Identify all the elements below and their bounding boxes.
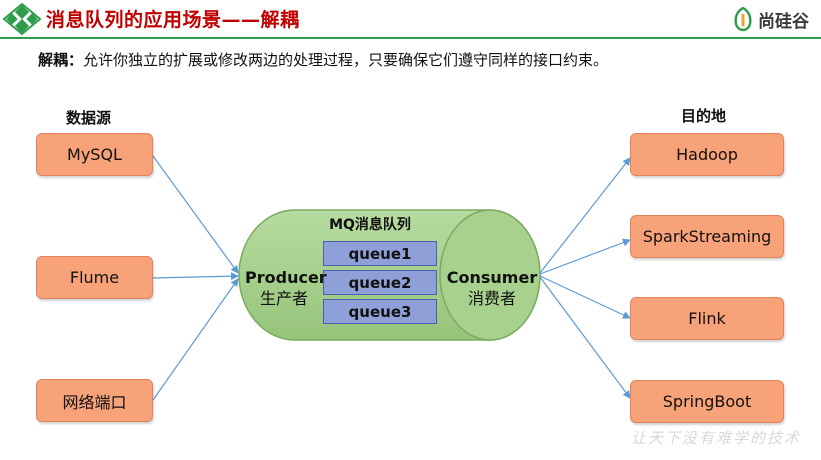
header-divider <box>0 37 821 39</box>
diamond-logo-icon <box>2 2 42 36</box>
brand-mark-icon <box>734 6 752 32</box>
header-bar: 消息队列的应用场景——解耦 尚硅谷 <box>0 0 821 39</box>
description-keyword: 解耦： <box>38 51 84 69</box>
brand-name: 尚硅谷 <box>758 11 809 32</box>
dest-box-flink: Flink <box>630 297 784 340</box>
arrow-flume-to-producer <box>152 272 239 281</box>
destinations-label: 目的地 <box>681 107 727 125</box>
arrow-mysql-to-producer <box>152 155 239 274</box>
queue-1: queue1 <box>323 241 437 266</box>
source-box-network-port: 网络端口 <box>36 379 153 422</box>
brand-logo: 尚硅谷 <box>732 6 809 32</box>
dest-box-springboot: SpringBoot <box>630 380 784 423</box>
sources-label: 数据源 <box>66 109 112 127</box>
producer-label: Producer 生产者 <box>245 267 327 309</box>
description-text: 允许你独立的扩展或修改两边的处理过程，只要确保它们遵守同样的接口约束。 <box>83 51 609 69</box>
dest-box-sparkstreaming: SparkStreaming <box>630 215 784 258</box>
queue-3: queue3 <box>323 299 437 324</box>
dest-box-hadoop: Hadoop <box>630 133 784 176</box>
queue-2: queue2 <box>323 270 437 295</box>
source-box-flume: Flume <box>36 256 153 299</box>
description: 解耦：允许你独立的扩展或修改两边的处理过程，只要确保它们遵守同样的接口约束。 <box>38 49 608 70</box>
arrow-port-to-producer <box>152 278 239 401</box>
producer-en: Producer <box>245 268 327 287</box>
mq-title: MQ消息队列 <box>329 217 411 233</box>
watermark-slogan: 让天下没有难学的技术 <box>630 429 801 447</box>
arrow-consumer-to-hadoop <box>539 157 631 274</box>
page-title: 消息队列的应用场景——解耦 <box>46 9 300 31</box>
arrow-consumer-to-springboot <box>539 276 631 399</box>
consumer-cn: 消费者 <box>467 289 516 308</box>
source-box-mysql: MySQL <box>36 133 153 176</box>
consumer-label: Consumer 消费者 <box>446 267 538 309</box>
producer-cn: 生产者 <box>259 289 308 308</box>
arrow-consumer-to-flink <box>539 275 631 319</box>
consumer-en: Consumer <box>446 268 538 287</box>
arrow-consumer-to-sparkstreaming <box>539 238 631 275</box>
